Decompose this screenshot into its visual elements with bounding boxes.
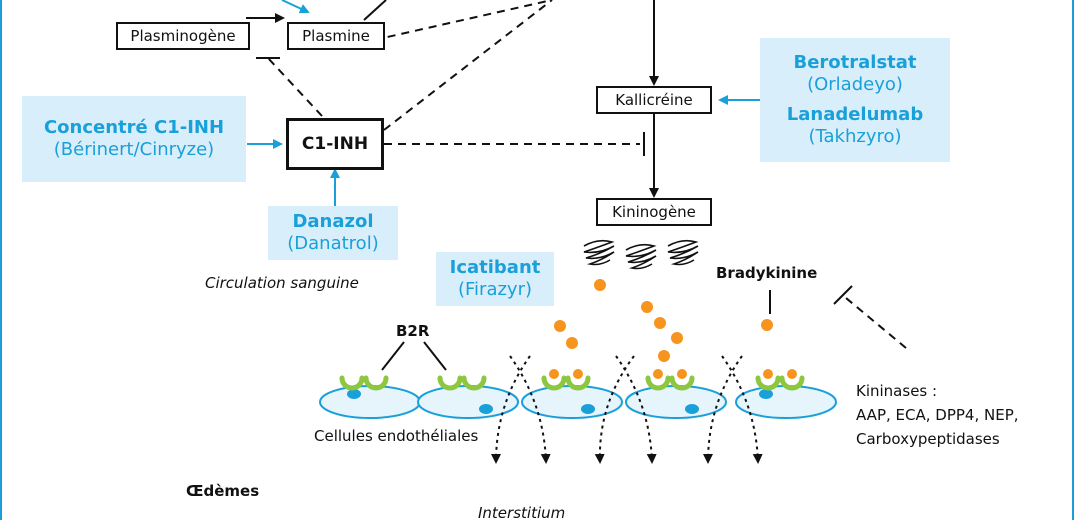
dashed-plasmine-upright [373,0,553,41]
label-circulation-sanguine: Circulation sanguine [205,274,359,292]
kininogene-squiggles [583,239,699,270]
permeability-arrows [491,355,763,464]
label-bradykinine: Bradykinine [716,264,818,282]
label-b2r: B2R [396,322,430,340]
endothelial-cells [319,385,837,419]
drug-brand-lanadelumab: (Takhzyro) [808,126,902,147]
drug-brand-concentre: (Bérinert/Cinryze) [53,139,215,160]
drug-danazol: Danazol (Danatrol) [268,206,398,260]
node-plasminogene: Plasminogène [116,22,250,50]
b2r-pointer-right [423,341,447,371]
label-cellules-endotheliales: Cellules endothéliales [314,427,479,445]
drug-berotralstat-lanadelumab: Berotralstat (Orladeyo) Lanadelumab (Tak… [760,38,950,162]
node-c1inh: C1-INH [286,118,384,170]
drug-name-lanadelumab: Lanadelumab [786,104,924,125]
dashed-kininases-to-bradykinine [845,297,907,349]
label-kininases-line2: Carboxypeptidases [856,430,1000,448]
bound-bradykinin [549,369,797,379]
drug-concentre-c1inh: Concentré C1-INH (Bérinert/Cinryze) [22,96,246,182]
drug-name-concentre: Concentré C1-INH [43,117,225,138]
b2r-pointer-left [381,341,405,371]
drug-icatibant: Icatibant (Firazyr) [436,252,554,306]
drug-brand-icatibant: (Firazyr) [457,279,533,300]
drug-name-berotralstat: Berotralstat [793,52,917,73]
node-kallicreine: Kallicréine [596,86,712,114]
line-plasmine-up [363,0,387,21]
drug-brand-danazol: (Danatrol) [287,233,379,254]
dashed-c1inh-to-plasminogene [267,57,323,117]
label-interstitium: Interstitium [478,504,566,522]
label-kininases-title: Kininases : [856,382,938,400]
drug-brand-berotralstat: (Orladeyo) [807,74,903,95]
node-kininogene: Kininogène [596,198,712,226]
drug-name-icatibant: Icatibant [449,257,541,278]
inhibition-bar-bradykinine [833,285,853,305]
cell-nuclei [347,389,773,414]
node-plasmine: Plasmine [287,22,385,50]
drug-name-danazol: Danazol [292,211,374,232]
bradykinin-molecules [554,279,773,362]
dashed-c1inh-to-plasmine [383,0,553,131]
label-oedemes: Œdèmes [186,482,260,500]
label-kininases-line1: AAP, ECA, DPP4, NEP, [856,406,1019,424]
b2r-receptors [339,375,805,391]
arrow-cyan-to-plasmine [281,0,310,14]
